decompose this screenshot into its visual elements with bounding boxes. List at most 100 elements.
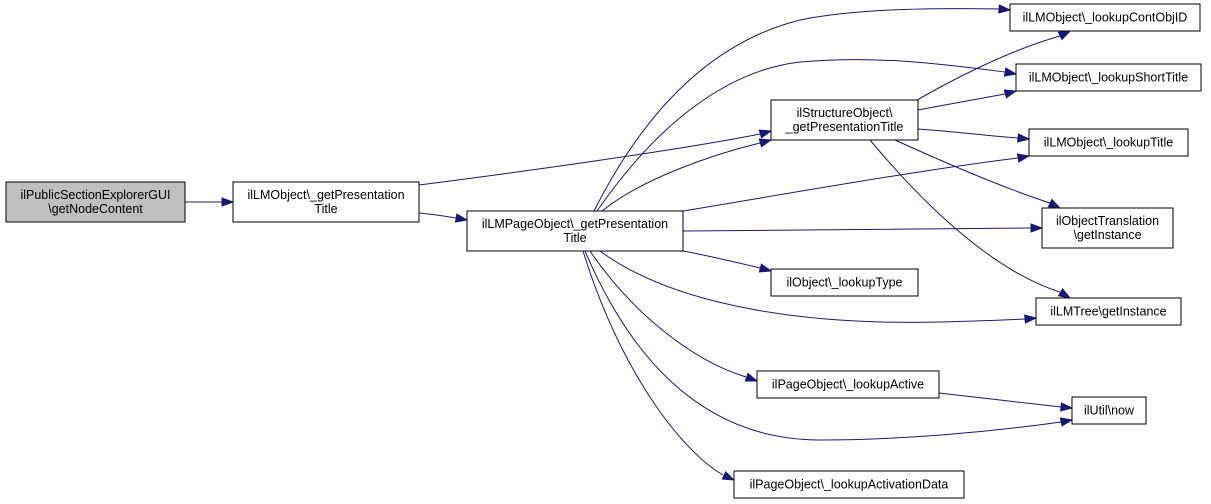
arrowhead-icon bbox=[1003, 67, 1018, 77]
edge-line bbox=[917, 93, 1006, 111]
node-box bbox=[733, 470, 965, 499]
edge-lmpage_getpres-to-struct_getpres bbox=[601, 138, 773, 212]
node-label: \getNodeContent bbox=[48, 202, 143, 216]
node-label: ilPublicSectionExplorerGUI bbox=[20, 188, 170, 202]
arrowhead-icon bbox=[758, 263, 773, 273]
node-box bbox=[770, 268, 919, 297]
node-box bbox=[1015, 63, 1202, 92]
arrowhead-icon bbox=[1057, 288, 1072, 299]
node-box bbox=[232, 181, 420, 223]
edge-line bbox=[899, 35, 1061, 111]
edge-struct_getpres-to-lmtree_inst bbox=[869, 139, 1072, 299]
edge-struct_getpres-to-lookup_short bbox=[917, 89, 1018, 111]
arrowhead-icon bbox=[1024, 314, 1038, 324]
node-label: ilObjectTranslation bbox=[1056, 214, 1159, 228]
node-label: ilLMObject\_lookupTitle bbox=[1044, 136, 1174, 150]
edge-lmpage_getpres-to-lookup_short bbox=[596, 59, 1018, 212]
edge-line bbox=[582, 250, 724, 476]
node-lmpage_getpres[interactable]: ilLMPageObject\_getPresentationTitle bbox=[466, 210, 684, 252]
arrowhead-icon bbox=[721, 470, 736, 481]
arrowhead-icon bbox=[1016, 153, 1031, 163]
arrowhead-icon bbox=[221, 197, 235, 207]
node-box bbox=[1071, 396, 1147, 425]
edge-lmpage_getpres-to-util_now bbox=[584, 250, 1074, 441]
node-label: _getPresentationTitle bbox=[785, 120, 904, 134]
node-box bbox=[1041, 207, 1174, 249]
node-box bbox=[466, 210, 684, 252]
node-label: ilLMObject\_lookupContObjID bbox=[1023, 11, 1188, 25]
edge-line bbox=[601, 142, 761, 212]
node-lookup_contobj[interactable]: ilLMObject\_lookupContObjID bbox=[1009, 3, 1201, 32]
edge-line bbox=[682, 157, 1019, 212]
node-util_now[interactable]: ilUtil\now bbox=[1071, 396, 1147, 425]
arrowhead-icon bbox=[1030, 223, 1044, 233]
edge-line bbox=[599, 250, 1026, 323]
edge-lmobj_getpres-to-lmpage_getpres bbox=[418, 212, 469, 223]
node-box bbox=[5, 181, 186, 223]
edge-line bbox=[596, 59, 1006, 212]
arrowhead-icon bbox=[1059, 417, 1074, 427]
edge-struct_getpres-to-lookup_title bbox=[917, 128, 1031, 143]
arrowhead-icon bbox=[744, 372, 759, 382]
node-page_activation[interactable]: ilPageObject\_lookupActivationData bbox=[733, 470, 965, 499]
edge-lmpage_getpres-to-obj_lookuptype bbox=[682, 250, 773, 273]
edge-line bbox=[682, 250, 761, 269]
edge-line bbox=[418, 133, 761, 186]
edge-line bbox=[593, 8, 1000, 212]
node-label: ilPageObject\_lookupActive bbox=[772, 378, 924, 392]
edge-page_active-to-util_now bbox=[938, 392, 1074, 412]
node-lmtree_inst[interactable]: ilLMTree\getInstance bbox=[1035, 297, 1182, 326]
edge-lmpage_getpres-to-objtrans_inst bbox=[682, 223, 1044, 233]
node-label: \getInstance bbox=[1073, 228, 1141, 242]
node-lookup_title[interactable]: ilLMObject\_lookupTitle bbox=[1028, 128, 1189, 157]
arrowhead-icon bbox=[1017, 133, 1031, 143]
node-label: ilLMObject\_lookupShortTitle bbox=[1029, 71, 1188, 85]
edge-line bbox=[418, 212, 457, 219]
node-box bbox=[770, 99, 919, 141]
edge-line bbox=[869, 139, 1061, 293]
node-box bbox=[1009, 3, 1201, 32]
edge-lmpage_getpres-to-lookup_contobj bbox=[593, 4, 1012, 212]
node-label: ilObject\_lookupType bbox=[786, 276, 902, 290]
arrowhead-icon bbox=[1060, 402, 1074, 412]
node-lookup_short[interactable]: ilLMObject\_lookupShortTitle bbox=[1015, 63, 1202, 92]
node-label: ilPageObject\_lookupActivationData bbox=[750, 478, 949, 492]
node-page_active[interactable]: ilPageObject\_lookupActive bbox=[756, 370, 940, 399]
edges-layer bbox=[185, 4, 1074, 481]
node-label: Title bbox=[563, 231, 586, 245]
arrowhead-icon bbox=[1003, 89, 1018, 99]
node-lmobj_getpres[interactable]: ilLMObject\_getPresentationTitle bbox=[232, 181, 420, 223]
edge-line bbox=[917, 128, 1019, 139]
node-struct_getpres[interactable]: ilStructureObject\_getPresentationTitle bbox=[770, 99, 919, 141]
arrowhead-icon bbox=[998, 4, 1012, 14]
edge-line bbox=[894, 139, 1051, 204]
arrowhead-icon bbox=[1057, 30, 1072, 41]
node-objtrans_inst[interactable]: ilObjectTranslation\getInstance bbox=[1041, 207, 1174, 249]
arrowhead-icon bbox=[758, 138, 773, 148]
edge-lmobj_getpres-to-struct_getpres bbox=[418, 129, 773, 186]
node-label: Title bbox=[314, 202, 337, 216]
edge-struct_getpres-to-lookup_contobj bbox=[899, 30, 1072, 111]
node-label: ilLMObject\_getPresentation bbox=[247, 188, 404, 202]
node-root[interactable]: ilPublicSectionExplorerGUI\getNodeConten… bbox=[5, 181, 186, 223]
arrowhead-icon bbox=[758, 129, 773, 139]
node-label: ilLMPageObject\_getPresentation bbox=[482, 217, 668, 231]
edge-root-to-lmobj_getpres bbox=[185, 197, 235, 207]
nodes-layer: ilPublicSectionExplorerGUI\getNodeConten… bbox=[5, 3, 1202, 499]
edge-lmpage_getpres-to-page_active bbox=[589, 250, 759, 382]
edge-line bbox=[938, 392, 1062, 408]
edge-line bbox=[584, 250, 1062, 441]
node-label: ilStructureObject\ bbox=[797, 106, 893, 120]
node-box bbox=[756, 370, 940, 399]
node-obj_lookuptype[interactable]: ilObject\_lookupType bbox=[770, 268, 919, 297]
arrowhead-icon bbox=[454, 213, 469, 223]
arrowhead-icon bbox=[1047, 198, 1062, 209]
edge-lmpage_getpres-to-page_activation bbox=[582, 250, 736, 481]
edge-lmpage_getpres-to-lmtree_inst bbox=[599, 250, 1038, 324]
node-box bbox=[1035, 297, 1182, 326]
edge-lmpage_getpres-to-lookup_title bbox=[682, 153, 1031, 212]
edge-struct_getpres-to-objtrans_inst bbox=[894, 139, 1062, 209]
node-box bbox=[1028, 128, 1189, 157]
edge-line bbox=[589, 250, 747, 378]
